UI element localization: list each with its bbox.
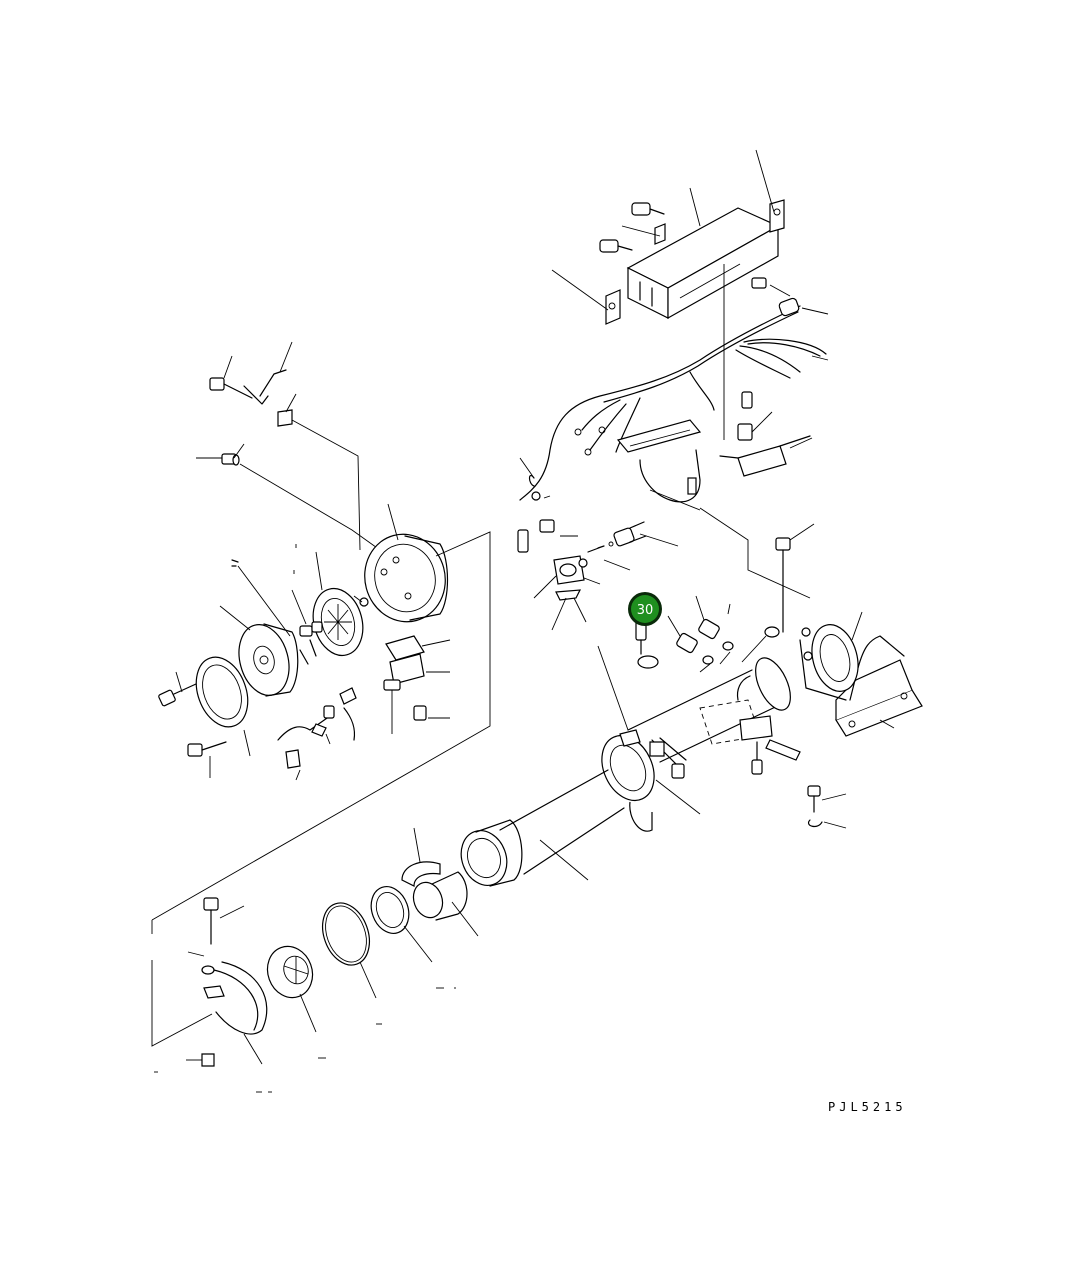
mount-bracket-right <box>799 611 923 737</box>
mounting-bolt-center <box>613 521 679 547</box>
leader-lines-upper-right <box>551 149 791 440</box>
cover-bolts <box>599 202 767 289</box>
harness-clamp <box>639 449 701 511</box>
drawing-code-label: PJL5215 <box>828 1100 907 1114</box>
coupling-half-sleeve <box>401 827 479 937</box>
clutch-disc <box>312 551 364 657</box>
retaining-ring-left <box>195 656 251 757</box>
linkage-rod <box>209 341 297 427</box>
coupling-sleeve-large <box>460 819 523 887</box>
band-clamp-lower <box>203 961 268 1065</box>
relay-bracket <box>616 391 813 477</box>
small-connectors <box>517 457 631 631</box>
clutch-spring-parts <box>231 559 369 665</box>
seal-ring-small <box>370 886 433 963</box>
housing-flange-collar <box>597 645 701 832</box>
pressure-switches <box>667 595 780 673</box>
bolts-left-side <box>158 671 227 778</box>
faint-marks <box>154 544 456 1093</box>
bolt-washer-lower-right <box>807 785 847 829</box>
clutch-brackets <box>383 635 451 734</box>
highlighted-sensor-part <box>635 619 659 669</box>
cover-box-assembly <box>626 207 780 320</box>
leader-lines-upper-left <box>233 419 381 551</box>
group-frame-lower <box>151 960 213 1047</box>
clutch-housing <box>364 503 449 623</box>
bolt-nut-lower-left <box>186 897 245 1067</box>
upright-bolt-right <box>699 507 815 633</box>
group-frame-left <box>151 531 491 934</box>
callout-30-label: 30 <box>637 603 654 618</box>
o-ring <box>322 902 377 999</box>
drive-shaft-tube <box>499 769 625 881</box>
linkage-spring-lower <box>277 687 357 781</box>
hub-flange <box>266 945 317 1033</box>
main-housing-tube <box>627 657 801 779</box>
cover-bracket-left <box>605 289 621 325</box>
wiring-harness <box>519 297 829 501</box>
bolt-washer-upper-left <box>196 453 240 466</box>
pressure-plate <box>219 605 299 697</box>
callout-30-marker[interactable]: 30 <box>628 592 662 626</box>
